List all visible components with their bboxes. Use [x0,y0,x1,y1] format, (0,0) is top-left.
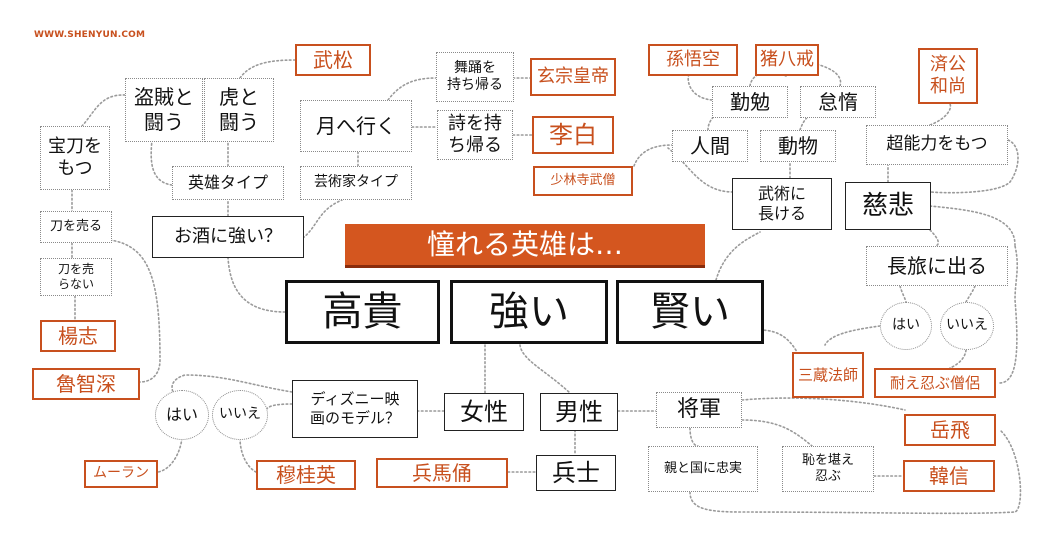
wire-oya-bottom [689,429,1022,515]
node-geijutsuka-type[interactable]: 芸術家タイプ [300,166,412,200]
node-songoku[interactable]: 孫悟空 [648,44,738,76]
wire-jihi-right [929,205,1016,246]
node-tora[interactable]: 虎と 闘う [204,78,274,142]
node-haji[interactable]: 恥を堪え 忍ぶ [782,446,874,492]
node-houtou[interactable]: 宝刀を もつ [40,126,110,190]
node-saikou[interactable]: 済公 和尚 [918,48,978,104]
wire-koki-osake [227,257,286,313]
wire-iie-taeshinobu [949,349,967,369]
wire-disney-hai [171,374,293,399]
node-jihi[interactable]: 慈悲 [845,182,931,230]
node-josei[interactable]: 女性 [444,393,524,431]
node-taeshinobu[interactable]: 耐え忍ぶ僧侶 [874,368,996,398]
title-banner: 憧れる英雄は… [345,224,705,268]
node-tsuki[interactable]: 月へ行く [300,100,412,152]
node-dansei[interactable]: 男性 [540,393,618,431]
node-bujutsu[interactable]: 武術に 長ける [732,178,832,230]
wire-katana-rochishin [109,239,161,383]
node-rihaku[interactable]: 李白 [532,116,614,154]
node-oya[interactable]: 親と国に忠実 [648,446,758,492]
wire-osake-geijutsu [302,199,343,239]
node-uta[interactable]: 詩を持 ち帰る [437,110,513,160]
node-butou[interactable]: 舞踊を 持ち帰る [436,52,514,102]
node-eiyu-type[interactable]: 英雄タイプ [172,166,284,200]
node-osake[interactable]: お酒に強い？ [152,216,304,258]
node-youshi[interactable]: 楊志 [40,320,116,352]
node-sanzou[interactable]: 三蔵法師 [792,352,864,398]
wire-benkyo-songoku [687,71,713,101]
node-benkyo[interactable]: 勤勉 [712,86,788,118]
wire-shogun-oya [689,427,699,447]
wire-taeshinobu-right [999,245,1018,384]
wire-jihi-nagatabi [929,229,940,247]
wire-shogun-gakuhi [741,397,906,411]
node-disney[interactable]: ディズニー映 画のモデル？ [292,380,418,438]
wire-tsuyoi-dansei [519,344,571,394]
node-tozoku[interactable]: 盗賊と 闘う [125,78,203,142]
wire-hai-mulan [157,437,183,473]
node-hai-right[interactable]: はい [880,302,932,350]
node-bokukeiei[interactable]: 穆桂英 [256,460,356,490]
node-doubutsu[interactable]: 動物 [760,130,836,162]
node-hakkai[interactable]: 猪八戒 [755,44,819,76]
wire-shorinji-ningen [633,144,673,167]
node-shorinji[interactable]: 少林寺武僧 [533,166,633,196]
node-nagatabi[interactable]: 長旅に出る [866,246,1008,286]
wire-tsuki-butou [387,77,437,101]
node-mulan[interactable]: ムーラン [84,460,158,488]
node-takematsu[interactable]: 武松 [295,44,371,76]
node-iie-left[interactable]: いいえ [212,390,268,440]
wire-kashikoi-bujutsu [715,231,761,281]
node-chounouryoku[interactable]: 超能力をもつ [866,125,1008,165]
node-katana-urazu[interactable]: 刀を売 らない [40,258,112,296]
node-iie-right[interactable]: いいえ [940,302,994,350]
node-heibayou[interactable]: 兵馬俑 [376,458,508,488]
site-url: WWW.SHENYUN.COM [34,30,146,40]
node-heishi[interactable]: 兵士 [536,455,616,491]
node-daida[interactable]: 怠惰 [800,86,876,118]
node-kanshin[interactable]: 韓信 [903,460,995,492]
node-rochishin[interactable]: 魯智深 [32,368,140,400]
wire-chou-saikou [929,103,952,126]
node-katana-uru[interactable]: 刀を売る [40,211,112,243]
wire-eiyu-tozoku [150,139,173,186]
node-kashikoi[interactable]: 賢い [616,280,764,344]
wire-kashikoi-sanzou [759,329,798,353]
wire-disney-iie [265,403,293,411]
wire-nagatabi-hai [899,285,907,303]
wire-tora-takematsu [239,59,296,79]
wire-iie-bokukei [239,437,257,473]
node-shogun[interactable]: 将軍 [656,392,742,428]
node-hai-left[interactable]: はい [155,390,209,440]
wire-shogun-haji [741,419,813,447]
node-genso[interactable]: 玄宗皇帝 [530,58,616,96]
wire-nagatabi-iie [965,285,976,303]
wire-tozoku-houtou [81,94,126,127]
node-koki[interactable]: 高貴 [285,280,440,344]
node-tsuyoi[interactable]: 強い [450,280,608,344]
node-gakuhi[interactable]: 岳飛 [904,414,996,446]
wire-chou-right [929,139,1019,194]
node-ningen[interactable]: 人間 [672,130,748,162]
wire-hai-sanzou [824,325,881,346]
wire-doubutsu-daida [799,103,829,131]
